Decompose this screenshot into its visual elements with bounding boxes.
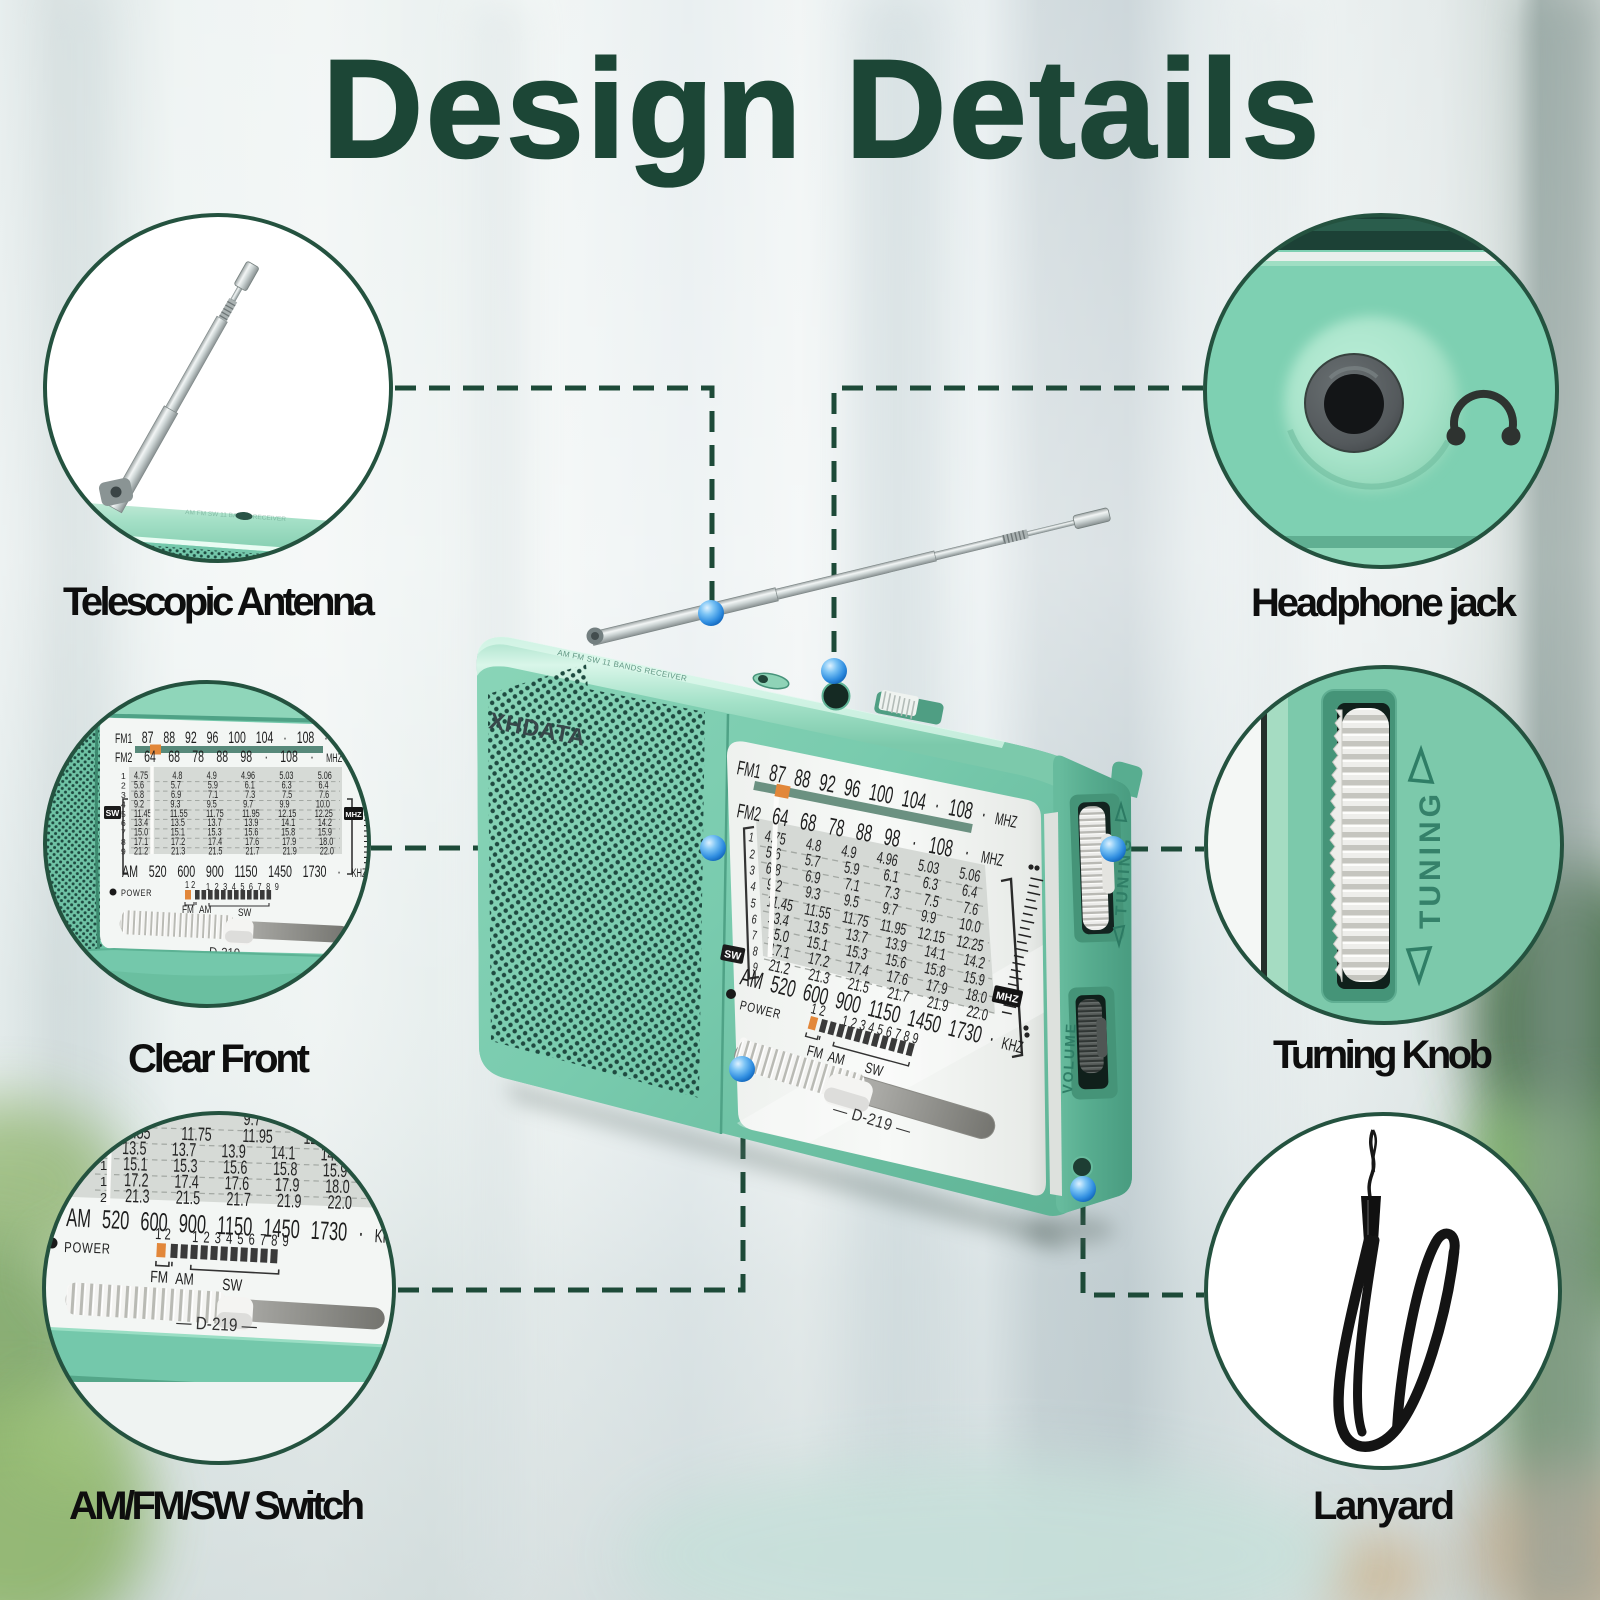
svg-text:Clear Front: Clear Front <box>128 1037 310 1081</box>
svg-text:FM: FM <box>805 1042 825 1062</box>
svg-text:AM: AM <box>175 1270 194 1289</box>
svg-text:POWER: POWER <box>121 887 152 898</box>
svg-text:1: 1 <box>121 771 126 781</box>
svg-text:TUNING: TUNING <box>1414 790 1447 929</box>
svg-text:FM2 64 68 78 88 98 · 108 · MHZ: FM2 64 68 78 88 98 · 108 · MHZ <box>115 746 342 765</box>
svg-text:6.8 6.9 7.1 7.3 7.5 7.6: 6.8 6.9 7.1 7.3 7.5 7.6 <box>134 788 329 800</box>
svg-text:1: 1 <box>747 831 755 846</box>
svg-text:21.2 21.3 21.5 21.7 21.9 22.0: 21.2 21.3 21.5 21.7 21.9 22.0 <box>134 845 334 857</box>
svg-text:2: 2 <box>121 781 126 791</box>
svg-text:15.0 15.1 15.3 15.6 15.8 15.9: 15.0 15.1 15.3 15.6 15.8 15.9 <box>134 826 332 838</box>
svg-text:SW: SW <box>863 1059 885 1080</box>
svg-text:5.6 5.7 5.9 6.1 6.3 6.4: 5.6 5.7 5.9 6.1 6.3 6.4 <box>134 779 329 791</box>
svg-text:SW: SW <box>222 1276 243 1295</box>
svg-text:FM: FM <box>150 1268 169 1287</box>
svg-text:AM 520 600 900 1150 1450 1730: AM 520 600 900 1150 1450 1730 · KHZ <box>122 863 367 882</box>
svg-text:1 2: 1 2 <box>185 879 195 891</box>
svg-text:1: 1 <box>100 1158 107 1173</box>
svg-text:Telescopic Antenna: Telescopic Antenna <box>63 580 376 624</box>
svg-text:SW: SW <box>238 907 252 919</box>
svg-text:11.45 11.55 11.75 11.95 12.15: 11.45 11.55 11.75 11.95 12.15 12.25 <box>134 807 333 819</box>
svg-text:SW: SW <box>723 948 742 963</box>
svg-text:AM/FM/SW Switch: AM/FM/SW Switch <box>69 1484 365 1528</box>
svg-text:AM: AM <box>826 1048 846 1069</box>
svg-text:1 2 3 4 5 6 7 8 9: 1 2 3 4 5 6 7 8 9 <box>192 1227 290 1250</box>
svg-text:9.2 9.3 9.5 9.7 9.9 10.0: 9.2 9.3 9.5 9.7 9.9 10.0 <box>134 798 330 810</box>
svg-text:MHZ: MHZ <box>995 990 1020 1007</box>
svg-text:VOLUME: VOLUME <box>1059 1022 1079 1095</box>
svg-text:6: 6 <box>750 913 758 928</box>
svg-text:1 2 3 4 5 6 7 8 9: 1 2 3 4 5 6 7 8 9 <box>206 881 279 893</box>
svg-text:Turning Knob: Turning Knob <box>1273 1033 1493 1077</box>
svg-text:2: 2 <box>748 848 756 863</box>
svg-text:SW: SW <box>106 808 121 818</box>
svg-text:— D-219 —: — D-219 — <box>176 1312 258 1337</box>
svg-text:4: 4 <box>749 880 757 895</box>
svg-text:MHZ: MHZ <box>345 810 362 819</box>
svg-text:FM1 87 88 92 96 100 104 · 108: FM1 87 88 92 96 100 104 · 108 · MHZ <box>115 727 354 746</box>
svg-text:5: 5 <box>749 897 757 912</box>
svg-text:8: 8 <box>751 945 759 960</box>
svg-text:1 2: 1 2 <box>809 999 827 1019</box>
svg-text:1: 1 <box>100 1174 107 1189</box>
svg-text:13.4 13.5 13.7 13.9 14.1 14.2: 13.4 13.5 13.7 13.9 14.1 14.2 <box>134 817 332 829</box>
svg-text:2: 2 <box>100 1190 107 1205</box>
svg-text:1 2: 1 2 <box>155 1224 171 1243</box>
svg-text:Design Details: Design Details <box>322 30 1322 187</box>
svg-text:17.1 17.2 17.4 17.6 17.9 18.0: 17.1 17.2 17.4 17.6 17.9 18.0 <box>134 836 333 848</box>
svg-text:4.75 4.8 4.9 4.96 5.03 5.06: 4.75 4.8 4.9 4.96 5.03 5.06 <box>134 770 332 782</box>
svg-text:7: 7 <box>750 929 758 944</box>
svg-text:9: 9 <box>751 961 759 976</box>
svg-text:3: 3 <box>121 790 126 800</box>
svg-text:POWER: POWER <box>64 1239 111 1257</box>
svg-text:Headphone jack: Headphone jack <box>1251 581 1518 625</box>
svg-text:FM: FM <box>182 904 194 916</box>
svg-text:3: 3 <box>748 864 756 879</box>
svg-text:AM: AM <box>199 904 211 916</box>
svg-text:Lanyard: Lanyard <box>1313 1484 1455 1528</box>
